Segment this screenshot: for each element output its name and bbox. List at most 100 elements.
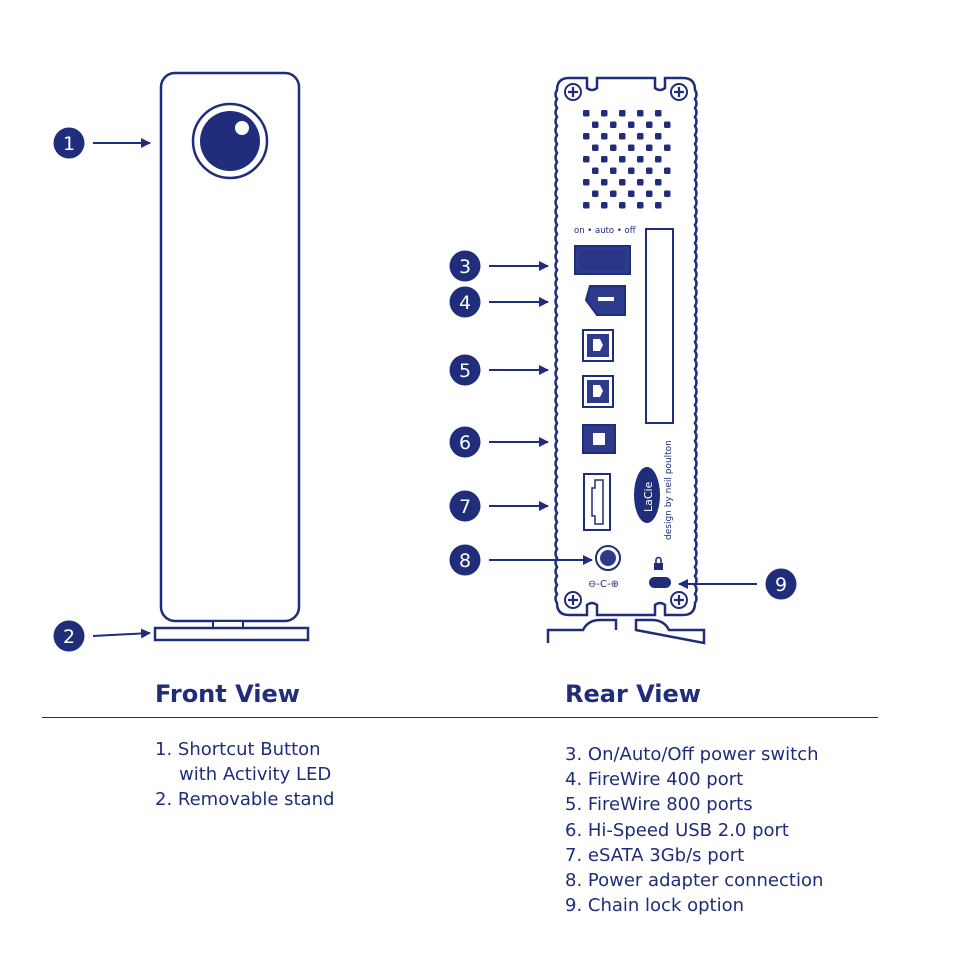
callout-circle-1 — [53, 127, 85, 159]
callout-number-6: 6 — [459, 432, 471, 454]
vent-hole — [601, 202, 608, 209]
rear-item-5: 5. FireWire 800 ports — [565, 794, 753, 816]
rear-view-device: on • auto • off — [546, 76, 706, 645]
vent-hole — [619, 133, 626, 140]
ventilation-grid — [583, 110, 671, 209]
rear-item-4: 4. FireWire 400 port — [565, 769, 744, 791]
vent-hole — [610, 144, 617, 151]
rear-item-8: 8. Power adapter connection — [565, 870, 824, 892]
vent-hole — [655, 156, 662, 163]
lacie-logo: LaCie — [634, 467, 660, 523]
screw-bottom-right — [670, 591, 688, 609]
callout-number-2: 2 — [63, 626, 75, 648]
vent-hole — [601, 156, 608, 163]
designer-credit: design by neil poulton — [664, 440, 674, 540]
shortcut-button — [191, 102, 269, 180]
vent-hole — [646, 190, 653, 197]
vent-hole — [610, 190, 617, 197]
vent-hole — [655, 133, 662, 140]
vent-hole — [646, 121, 653, 128]
rear-item-9: 9. Chain lock option — [565, 895, 745, 917]
callout-circle-2 — [53, 620, 85, 652]
rear-item-7: 7. eSATA 3Gb/s port — [565, 844, 745, 866]
svg-text:LaCie: LaCie — [642, 481, 655, 512]
callout-number-3: 3 — [459, 256, 471, 278]
power-polarity-symbol: ⊖-C-⊕ — [588, 579, 619, 590]
firewire-800-port-2 — [582, 375, 614, 408]
rear-stand — [546, 618, 706, 645]
vent-hole — [583, 179, 590, 186]
vent-hole — [655, 110, 662, 117]
callout-circle-3 — [449, 250, 481, 282]
callout-number-1: 1 — [63, 133, 75, 155]
vent-hole — [637, 133, 644, 140]
vent-hole — [592, 167, 599, 174]
vent-hole — [655, 179, 662, 186]
lock-icon — [654, 556, 663, 570]
front-item-2: 2. Removable stand — [155, 789, 335, 811]
vent-hole — [664, 144, 671, 151]
vent-hole — [601, 133, 608, 140]
vent-hole — [583, 110, 590, 117]
front-view-list: 1. Shortcut Button with Activity LED 2. … — [155, 737, 334, 813]
vent-hole — [637, 110, 644, 117]
power-switch — [574, 245, 631, 275]
callout-arrow-2 — [92, 628, 151, 639]
vent-hole — [601, 110, 608, 117]
vent-hole — [628, 190, 635, 197]
vent-hole — [628, 167, 635, 174]
screw-top-left — [564, 83, 582, 101]
vent-hole — [628, 144, 635, 151]
vent-hole — [637, 202, 644, 209]
vent-hole — [583, 133, 590, 140]
callout-number-5: 5 — [459, 360, 471, 382]
vent-hole — [610, 121, 617, 128]
firewire-800-port-1 — [582, 329, 614, 362]
vent-hole — [664, 121, 671, 128]
vent-hole — [646, 167, 653, 174]
callout-circle-5 — [449, 354, 481, 386]
vent-hole — [601, 179, 608, 186]
callout-circle-4 — [449, 286, 481, 318]
vent-hole — [637, 156, 644, 163]
vent-hole — [655, 202, 662, 209]
front-item-1: 1. Shortcut Button — [155, 739, 321, 760]
front-item-1-continued: with Activity LED — [179, 764, 332, 786]
vent-hole — [592, 144, 599, 151]
firewire-400-port — [584, 285, 626, 316]
callout-circle-9 — [765, 568, 797, 600]
usb-port — [582, 424, 616, 454]
divider-line — [42, 717, 878, 718]
rear-view-heading: Rear View — [565, 680, 701, 708]
vent-hole — [619, 156, 626, 163]
callout-number-8: 8 — [459, 550, 471, 572]
vent-hole — [664, 167, 671, 174]
callout-number-7: 7 — [459, 496, 471, 518]
vent-hole — [619, 179, 626, 186]
callout-number-4: 4 — [459, 292, 471, 314]
switch-label: on • auto • off — [574, 226, 637, 236]
callout-circle-8 — [449, 544, 481, 576]
screw-bottom-left — [564, 591, 582, 609]
vent-hole — [646, 144, 653, 151]
rear-item-6: 6. Hi-Speed USB 2.0 port — [565, 819, 789, 841]
front-view-device — [153, 71, 310, 642]
power-connector — [595, 545, 621, 571]
vent-hole — [637, 179, 644, 186]
vent-hole — [610, 167, 617, 174]
vent-hole — [583, 202, 590, 209]
kensington-slot — [649, 577, 671, 588]
vent-hole — [664, 190, 671, 197]
vent-hole — [619, 202, 626, 209]
front-view-heading: Front View — [155, 680, 300, 708]
rear-view-list: 3. On/Auto/Off power switch 4. FireWire … — [565, 742, 823, 918]
callout-circle-7 — [449, 490, 481, 522]
vent-hole — [619, 110, 626, 117]
rear-item-3: 3. On/Auto/Off power switch — [565, 744, 819, 765]
screw-top-right — [670, 83, 688, 101]
callouts: 1 2 3 4 5 6 7 8 9 — [53, 127, 797, 652]
vent-hole — [628, 121, 635, 128]
callout-number-9: 9 — [775, 574, 787, 596]
vent-hole — [592, 121, 599, 128]
